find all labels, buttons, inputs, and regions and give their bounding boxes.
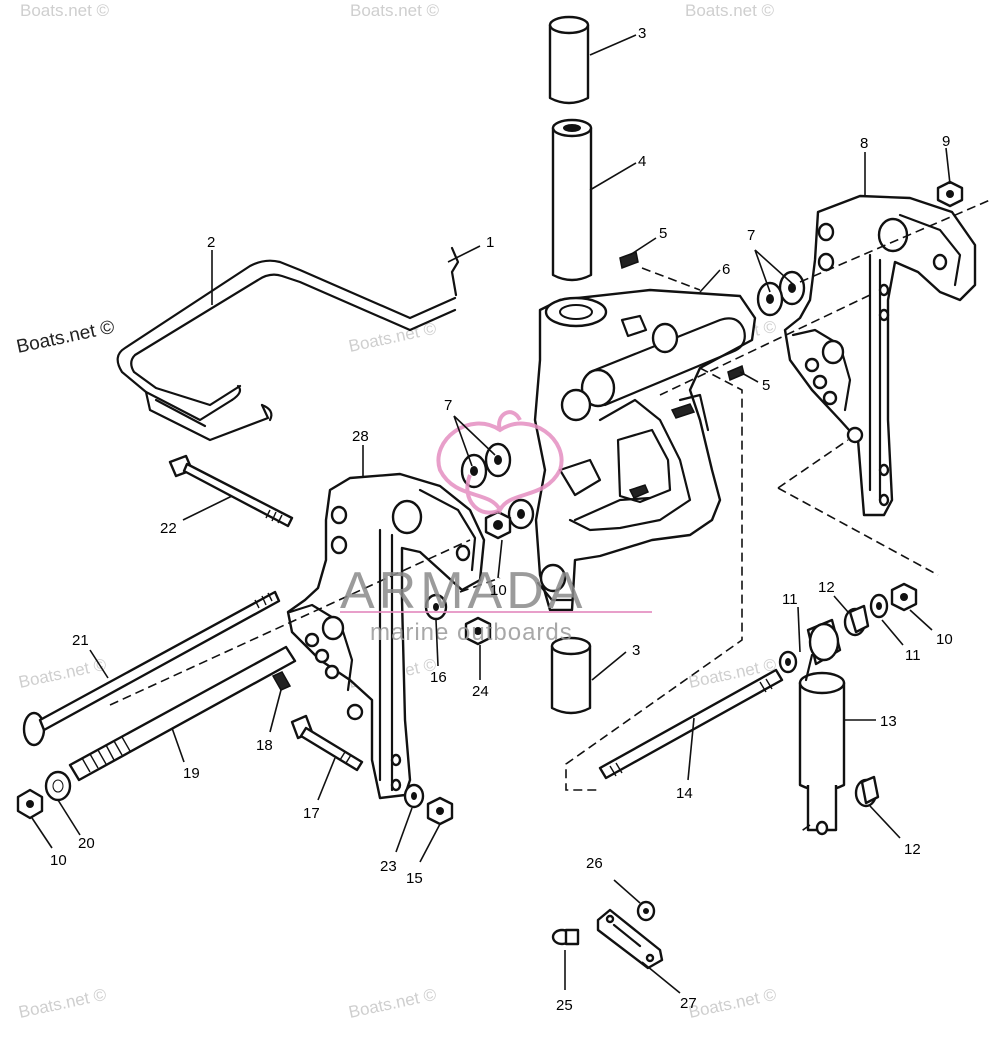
callout-12: 12 [904,841,921,858]
callout-numbers: 3 4 1 2 5 6 7 8 9 5 7 28 22 21 10 16 24 … [50,25,953,1014]
damper-part-13 [798,618,846,836]
locknut-part-10-left [16,788,44,820]
watermark-text: Boats.net © [17,985,109,1022]
callout-5: 5 [762,377,770,394]
callout-27: 27 [680,995,697,1012]
locknut-part-10-center [484,510,512,540]
locknut-part-9 [936,180,964,208]
callout-6: 6 [722,261,730,278]
tilt-bolt-part-21 [22,590,281,747]
callout-8: 8 [860,135,868,152]
callout-3: 3 [638,25,646,42]
tilt-tube-part-19 [68,645,297,782]
washer-part-11-right [869,593,889,619]
callout-11: 11 [782,591,798,608]
watermark-text: Boats.net © [347,985,439,1022]
callout-10: 10 [936,631,953,648]
watermark-text: Boats.net © [687,985,779,1022]
washer-part-11-left [778,650,798,674]
alignment-lines [109,199,991,833]
bushing-part-12-top [843,604,870,637]
watermark-text: Boats.net © [17,655,109,692]
clamp-bracket-part-8 [783,194,977,517]
callout-28: 28 [352,428,369,445]
bushing-part-12-bottom [854,775,880,808]
washer-part-20 [44,770,72,802]
locknut-part-10-right [890,582,918,612]
callout-22: 22 [160,520,177,537]
callout-20: 20 [78,835,95,852]
watermark-text: Boats.net © [685,1,775,20]
watermark-text: Boats.net © [20,1,110,20]
callout-10: 10 [490,582,507,599]
callout-14: 14 [676,785,693,802]
bolt-part-17 [290,714,364,772]
credit-text: Boats.net © [15,317,117,358]
cotter-pin-part-1 [450,246,460,297]
callout-9: 9 [942,133,950,150]
callout-25: 25 [556,997,573,1014]
callout-5: 5 [659,225,667,242]
callout-19: 19 [183,765,200,782]
set-screw-part-18 [271,671,292,691]
steering-bracket-part-2 [116,259,457,442]
callout-13: 13 [880,713,897,730]
callout-24: 24 [472,683,489,700]
callout-11: 11 [905,647,921,664]
callout-1: 1 [486,234,494,251]
callout-12: 12 [818,579,835,596]
washer-part-26 [636,900,656,922]
logo-wordmark: ARMADA [340,562,586,620]
swivel-tube-part-4 [551,118,593,282]
callout-18: 18 [256,737,273,754]
rod-part-14 [598,668,784,780]
callout-10: 10 [50,852,67,869]
logo-subtitle: marine outboards [370,619,573,646]
callout-23: 23 [380,858,397,875]
callout-7: 7 [747,227,755,244]
plate-part-27 [596,908,664,970]
swivel-bracket-part-6 [533,288,757,612]
bushing-top-part-3 [548,15,590,105]
callout-15: 15 [406,870,423,887]
callout-7: 7 [444,397,452,414]
callout-26: 26 [586,855,603,872]
callout-16: 16 [430,669,447,686]
screw-part-25 [551,928,580,946]
washer-part-23 [403,783,425,809]
clamp-bracket-part-28 [286,472,486,800]
leader-lines [31,34,951,994]
watermark-text: Boats.net © [350,1,440,20]
locknut-part-15 [426,796,454,826]
callout-17: 17 [303,805,320,822]
callout-3: 3 [632,642,640,659]
locknut-part-24 [464,616,492,646]
bushing-bottom-part-3 [550,636,592,715]
callout-21: 21 [72,632,89,649]
armada-logo: ARMADA marine outboards [340,410,652,646]
bolt-part-22 [168,454,294,528]
callout-4: 4 [638,153,646,170]
callout-2: 2 [207,234,215,251]
washer-part-7-right [756,270,806,317]
